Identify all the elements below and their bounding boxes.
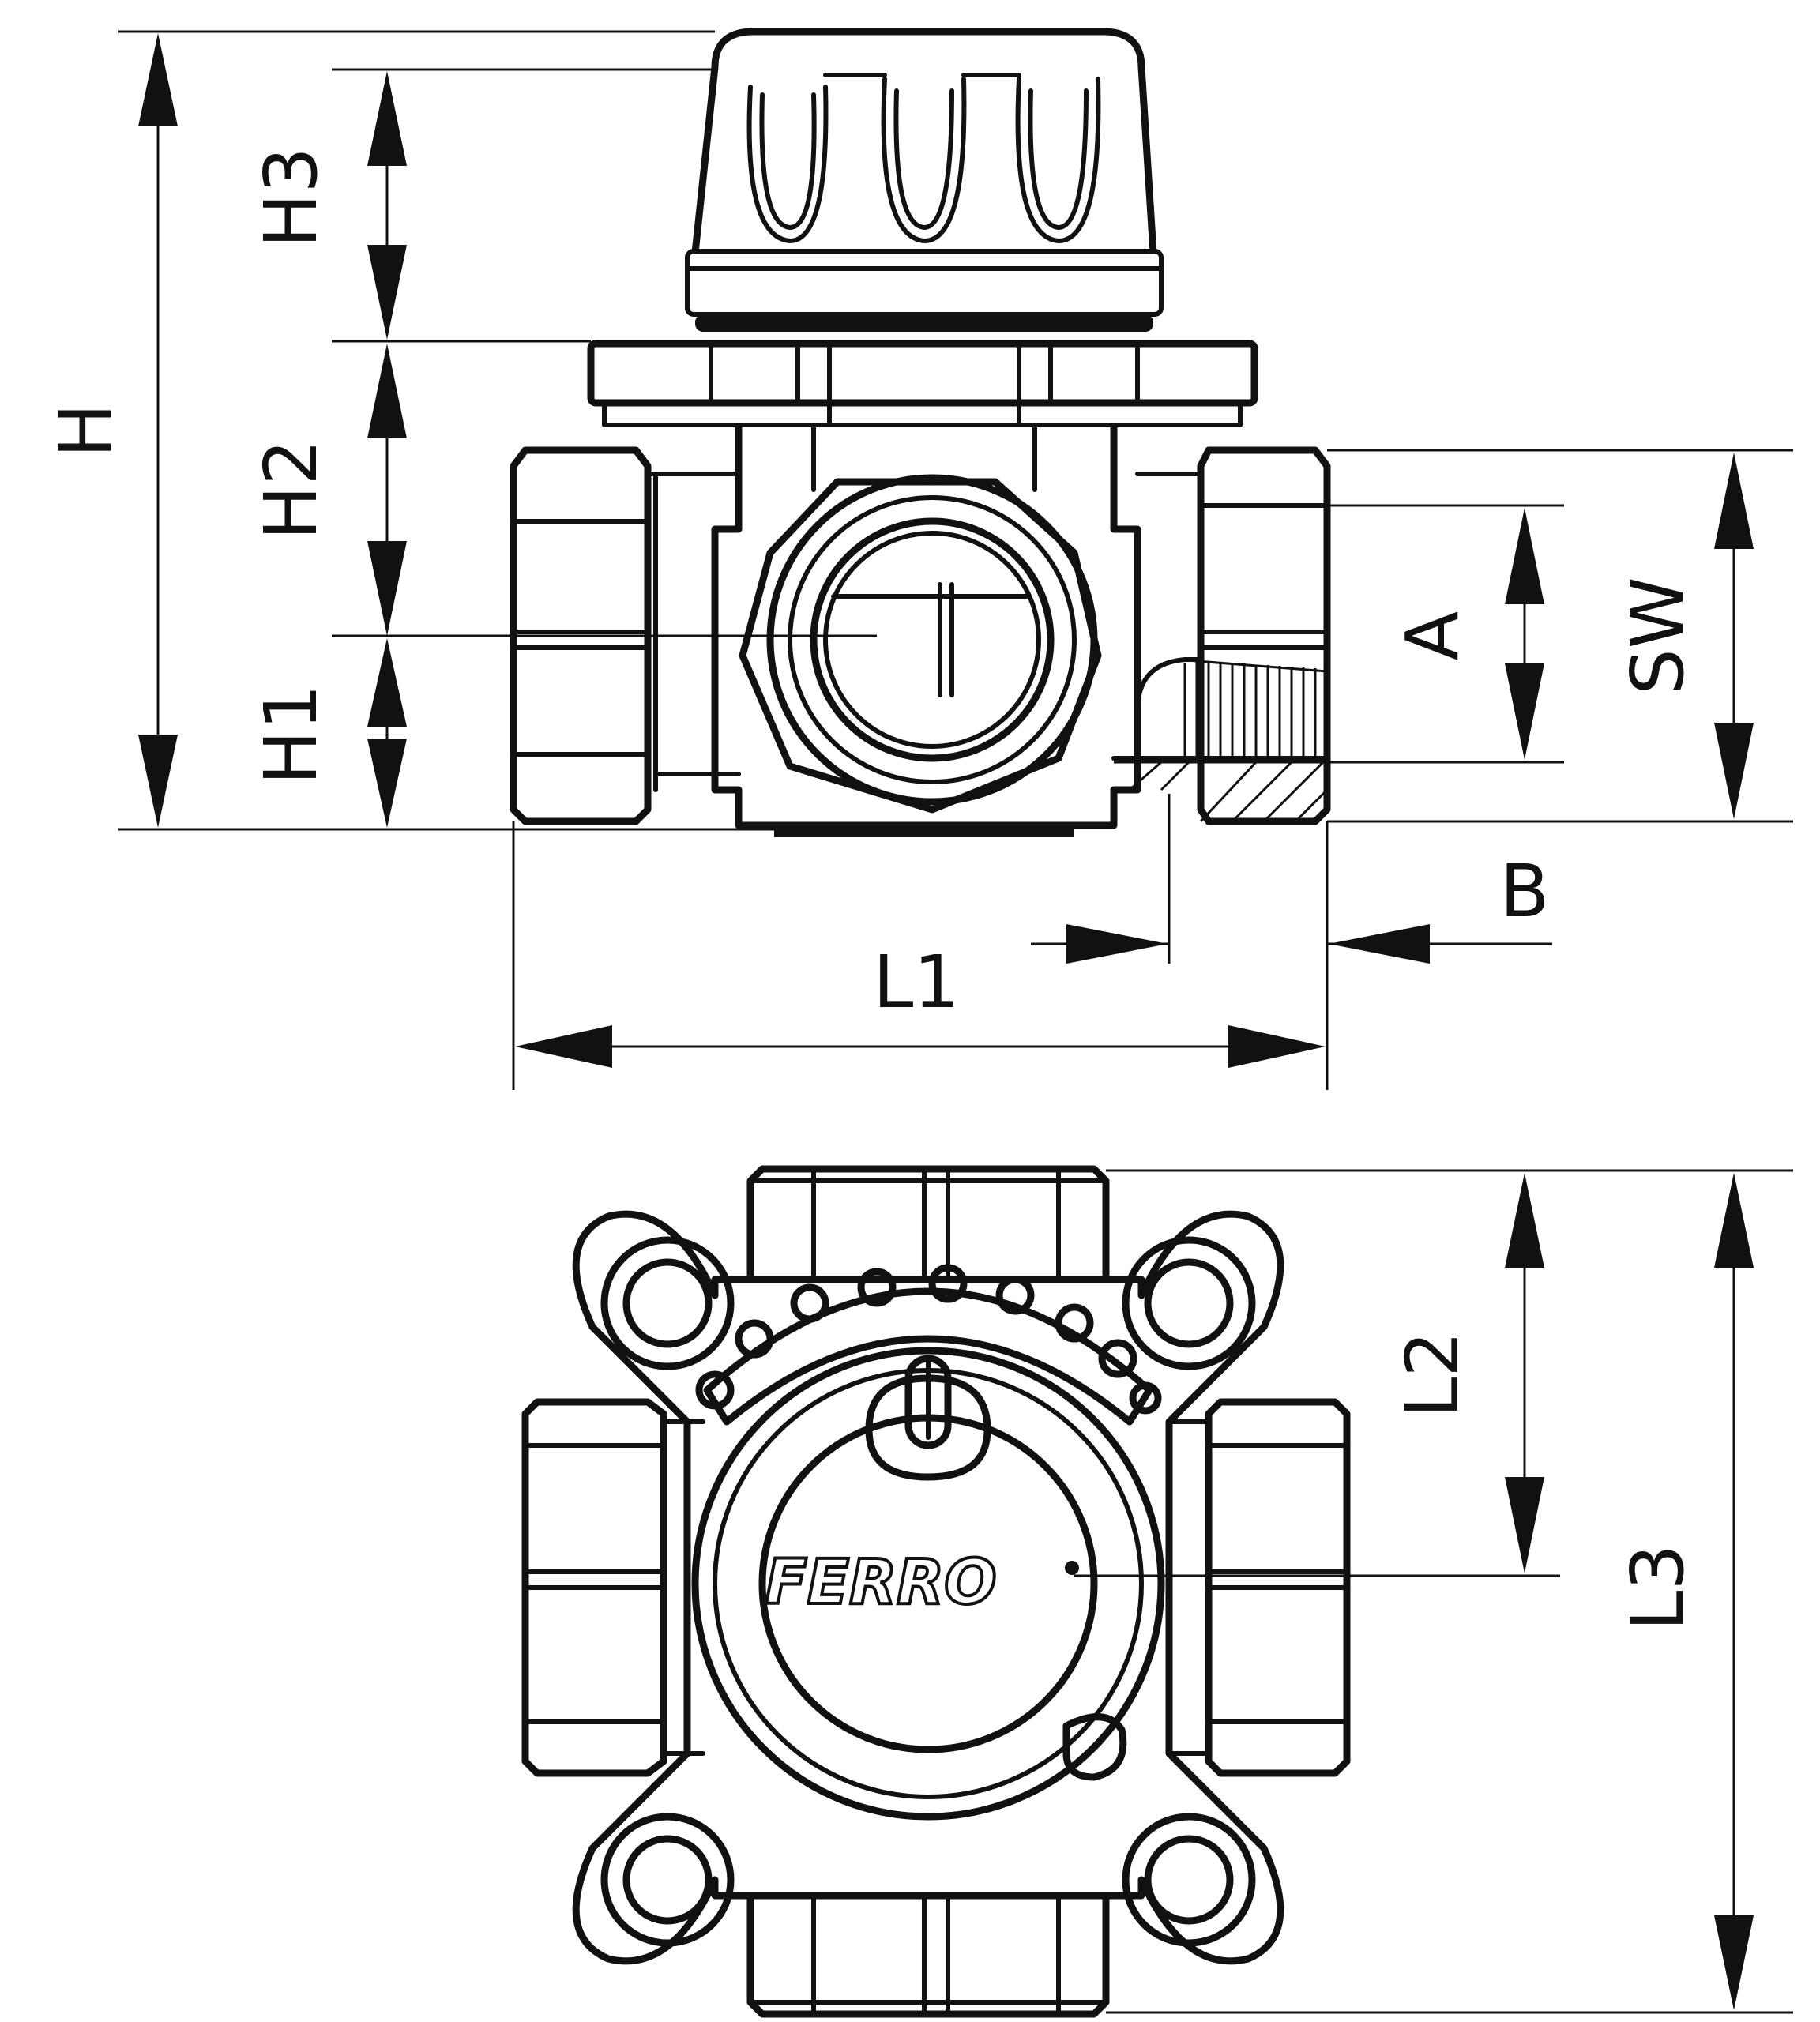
adjustment-knob <box>685 28 1164 332</box>
left-side-port <box>521 1398 705 1777</box>
label-H: H <box>43 403 128 457</box>
dimension-A: A <box>1114 504 1564 764</box>
side-view: H H3 H2 H1 <box>43 28 1793 1090</box>
right-port <box>1111 446 1331 825</box>
label-L1: L1 <box>873 940 960 1024</box>
cross-flange <box>572 1210 1284 1965</box>
label-H3: H3 <box>249 147 333 248</box>
label-SW: SW <box>1615 577 1700 694</box>
label-H2: H2 <box>249 439 333 540</box>
label-L3: L3 <box>1615 1544 1700 1631</box>
dimension-H: H <box>43 30 774 831</box>
ferro-logo: FERRO <box>764 1546 1079 1620</box>
dimension-L1: L1 <box>512 821 1326 1090</box>
thread-hatching <box>1111 658 1329 823</box>
top-port <box>746 1165 1110 1283</box>
dimension-B: B <box>1031 794 1552 1090</box>
dimension-H2: H2 <box>249 340 591 636</box>
dimension-L3: L3 <box>1106 1173 1793 2014</box>
mounting-plate <box>587 340 1258 427</box>
plan-view: FERRO L2 L3 <box>521 1165 1793 2018</box>
valve-body <box>653 423 1203 837</box>
right-side-port <box>1167 1398 1351 1777</box>
label-A: A <box>1390 611 1475 660</box>
dimension-H1: H1 <box>249 634 877 828</box>
left-port <box>510 446 658 825</box>
bottom-port <box>746 1892 1110 2018</box>
dial <box>691 1264 1165 1821</box>
dimension-L2: L2 <box>1074 1169 1793 1577</box>
dimension-SW: SW <box>1327 449 1793 823</box>
label-L2: L2 <box>1390 1331 1475 1418</box>
label-H1: H1 <box>249 684 333 785</box>
dimension-H3: H3 <box>249 68 715 340</box>
label-B: B <box>1499 849 1549 934</box>
logo-text: FERRO <box>765 1547 997 1618</box>
front-port <box>739 474 1102 814</box>
